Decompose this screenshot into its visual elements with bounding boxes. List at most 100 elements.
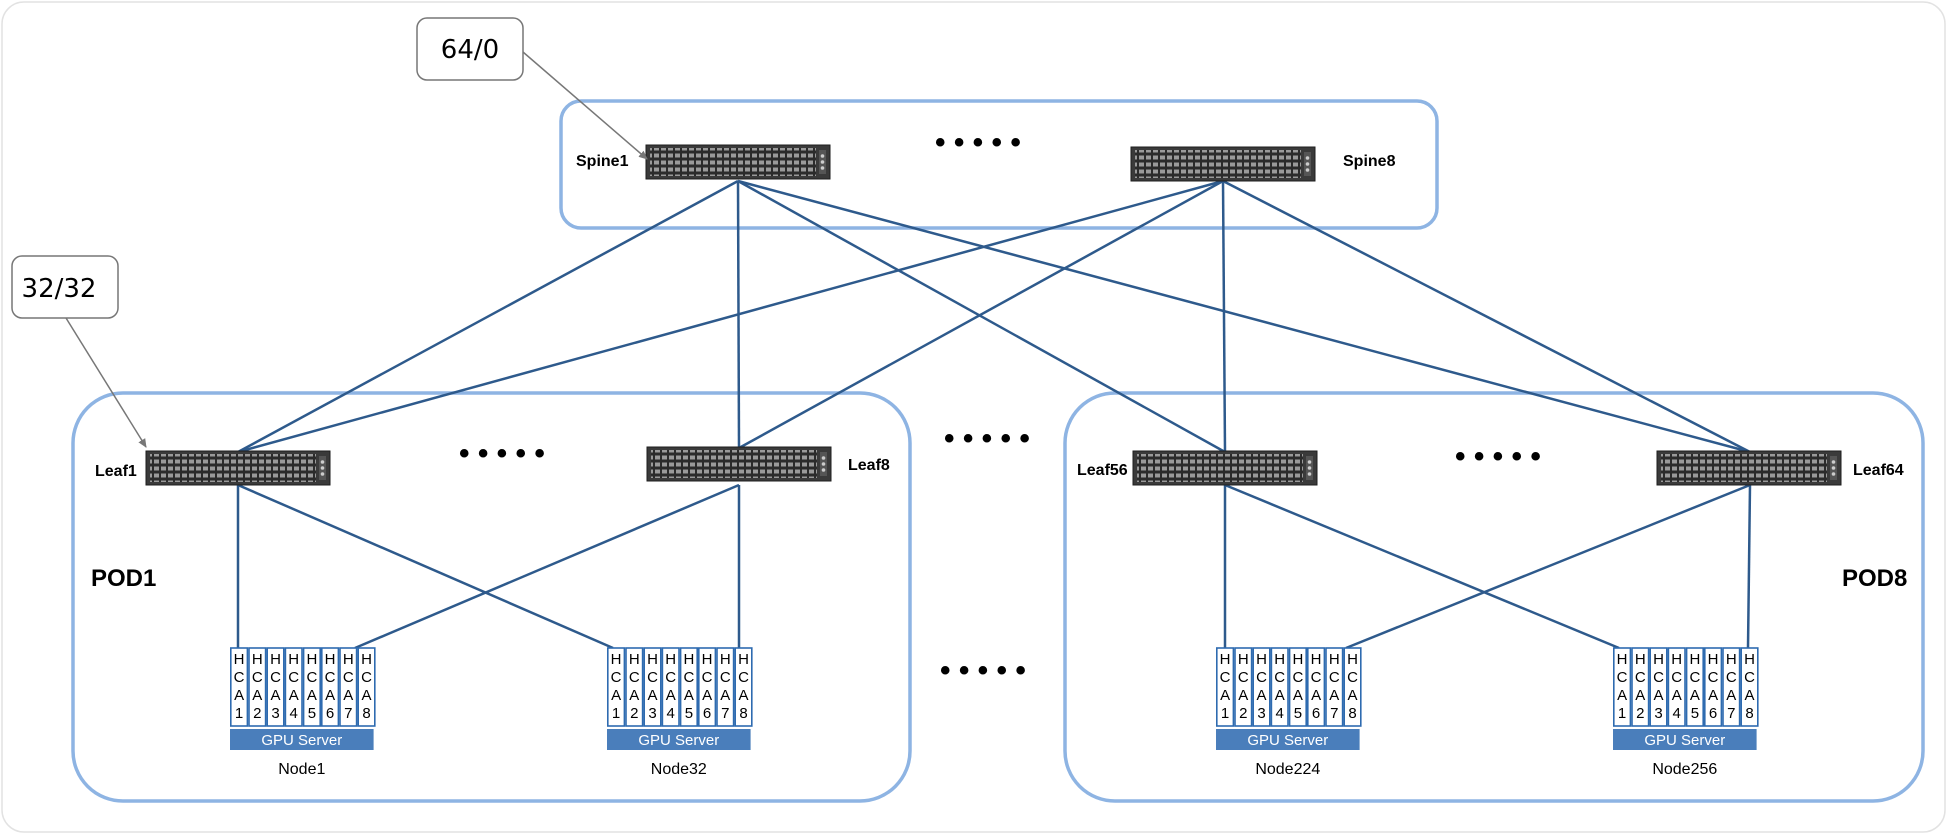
hca-1-char: C (1617, 669, 1628, 686)
hca-5-char: C (306, 669, 317, 686)
hca-7-char: A (720, 687, 730, 704)
hca-2-box (1631, 647, 1650, 727)
hca-1-char: 1 (1618, 705, 1626, 722)
hca-1-box (230, 647, 249, 727)
hca-4-char: H (288, 651, 299, 668)
hca-5-char: 5 (1691, 705, 1699, 722)
hca-6-char: H (1311, 651, 1322, 668)
hca-7-char: A (343, 687, 353, 704)
ellipsis-spines: • • • • • (935, 126, 1021, 159)
switch-spine8 (1130, 146, 1316, 182)
hca-3-char: C (270, 669, 281, 686)
hca-7-char: C (1329, 669, 1340, 686)
switch-leaf1 (145, 450, 331, 486)
hca-2-char: 2 (1239, 705, 1247, 722)
hca-8-char: H (361, 651, 372, 668)
link-leaf56-node256 (1224, 483, 1620, 650)
hca-1-char: H (234, 651, 245, 668)
hca-2-char: H (1635, 651, 1646, 668)
callout-spine-text: 64/0 (441, 35, 499, 65)
hca-4-char: 4 (667, 705, 675, 722)
ellipsis-pod8-leaves: • • • • • (1455, 440, 1541, 473)
hca-1-box (1613, 647, 1632, 727)
hca-2-char: C (629, 669, 640, 686)
hca-8-box (1343, 647, 1362, 727)
link-leaf1-node32 (237, 483, 614, 650)
hca-2-char: H (1238, 651, 1249, 668)
hca-2-char: C (252, 669, 263, 686)
hca-3-char: C (647, 669, 658, 686)
hca-8-box (1740, 647, 1759, 727)
hca-8-char: A (1347, 687, 1357, 704)
pod8-label: POD8 (1842, 565, 1907, 592)
hca-8-char: H (738, 651, 749, 668)
hca-5-box (1685, 647, 1704, 727)
pod1-group-box (71, 391, 912, 803)
hca-7-char: A (1726, 687, 1736, 704)
hca-7-char: A (1329, 687, 1339, 704)
hca-4-box (1667, 647, 1686, 727)
hca-6-box (1307, 647, 1326, 727)
hca-7-char: H (720, 651, 731, 668)
hca-6-box (1704, 647, 1723, 727)
hca-2-box (248, 647, 267, 727)
node32-label: Node32 (651, 761, 707, 778)
hca-8-char: C (361, 669, 372, 686)
hca-6-char: A (325, 687, 335, 704)
hca-3-char: 3 (1257, 705, 1265, 722)
hca-8-char: A (1744, 687, 1754, 704)
hca-3-char: H (270, 651, 281, 668)
hca-1-char: 1 (612, 705, 620, 722)
ellipsis-nodes: • • • • • (940, 654, 1026, 687)
pod1-label: POD1 (91, 565, 156, 592)
hca-3-box (266, 647, 285, 727)
hca-7-box (1722, 647, 1741, 727)
hca-5-char: A (1293, 687, 1303, 704)
hca-4-char: A (1275, 687, 1285, 704)
switch-leaf64 (1656, 450, 1842, 486)
hca-5-char: 5 (685, 705, 693, 722)
hca-7-char: 7 (1727, 705, 1735, 722)
hca-4-char: A (1672, 687, 1682, 704)
link-leaf64-node256 (1746, 484, 1752, 649)
hca-5-box (302, 647, 322, 727)
hca-3-char: A (1256, 687, 1266, 704)
hca-1-char: C (1220, 669, 1231, 686)
hca-1-char: A (234, 687, 244, 704)
hca-7-char: C (720, 669, 731, 686)
hca-8-char: 8 (1745, 705, 1753, 722)
hca-6-char: A (702, 687, 712, 704)
hca-1-box (1216, 647, 1235, 727)
hca-8-char: C (738, 669, 749, 686)
hca-4-char: C (1671, 669, 1682, 686)
leaf8-label: Leaf8 (848, 457, 890, 474)
hca-6-char: C (702, 669, 713, 686)
hca-5-char: 5 (308, 705, 316, 722)
gpu-server-label: GPU Server (261, 732, 342, 749)
link-leaf8-node1 (354, 483, 740, 650)
hca-2-char: 2 (630, 705, 638, 722)
hca-8-char: H (1744, 651, 1755, 668)
gpu-server-label: GPU Server (638, 732, 719, 749)
hca-2-char: A (1635, 687, 1645, 704)
hca-6-char: C (1708, 669, 1719, 686)
leaf1-label: Leaf1 (95, 463, 137, 480)
link-leaf64-node224 (1345, 483, 1751, 650)
hca-4-box (661, 647, 680, 727)
hca-1-char: H (1220, 651, 1231, 668)
hca-1-char: H (1617, 651, 1628, 668)
hca-7-char: H (1329, 651, 1340, 668)
hca-6-char: 6 (326, 705, 334, 722)
spine-group-box (559, 99, 1439, 230)
hca-4-char: C (1274, 669, 1285, 686)
hca-2-char: A (1238, 687, 1248, 704)
hca-4-box (284, 647, 303, 727)
hca-3-char: 3 (271, 705, 279, 722)
hca-8-char: C (1347, 669, 1358, 686)
hca-8-char: 8 (739, 705, 747, 722)
hca-7-char: C (343, 669, 354, 686)
hca-1-char: A (1220, 687, 1230, 704)
